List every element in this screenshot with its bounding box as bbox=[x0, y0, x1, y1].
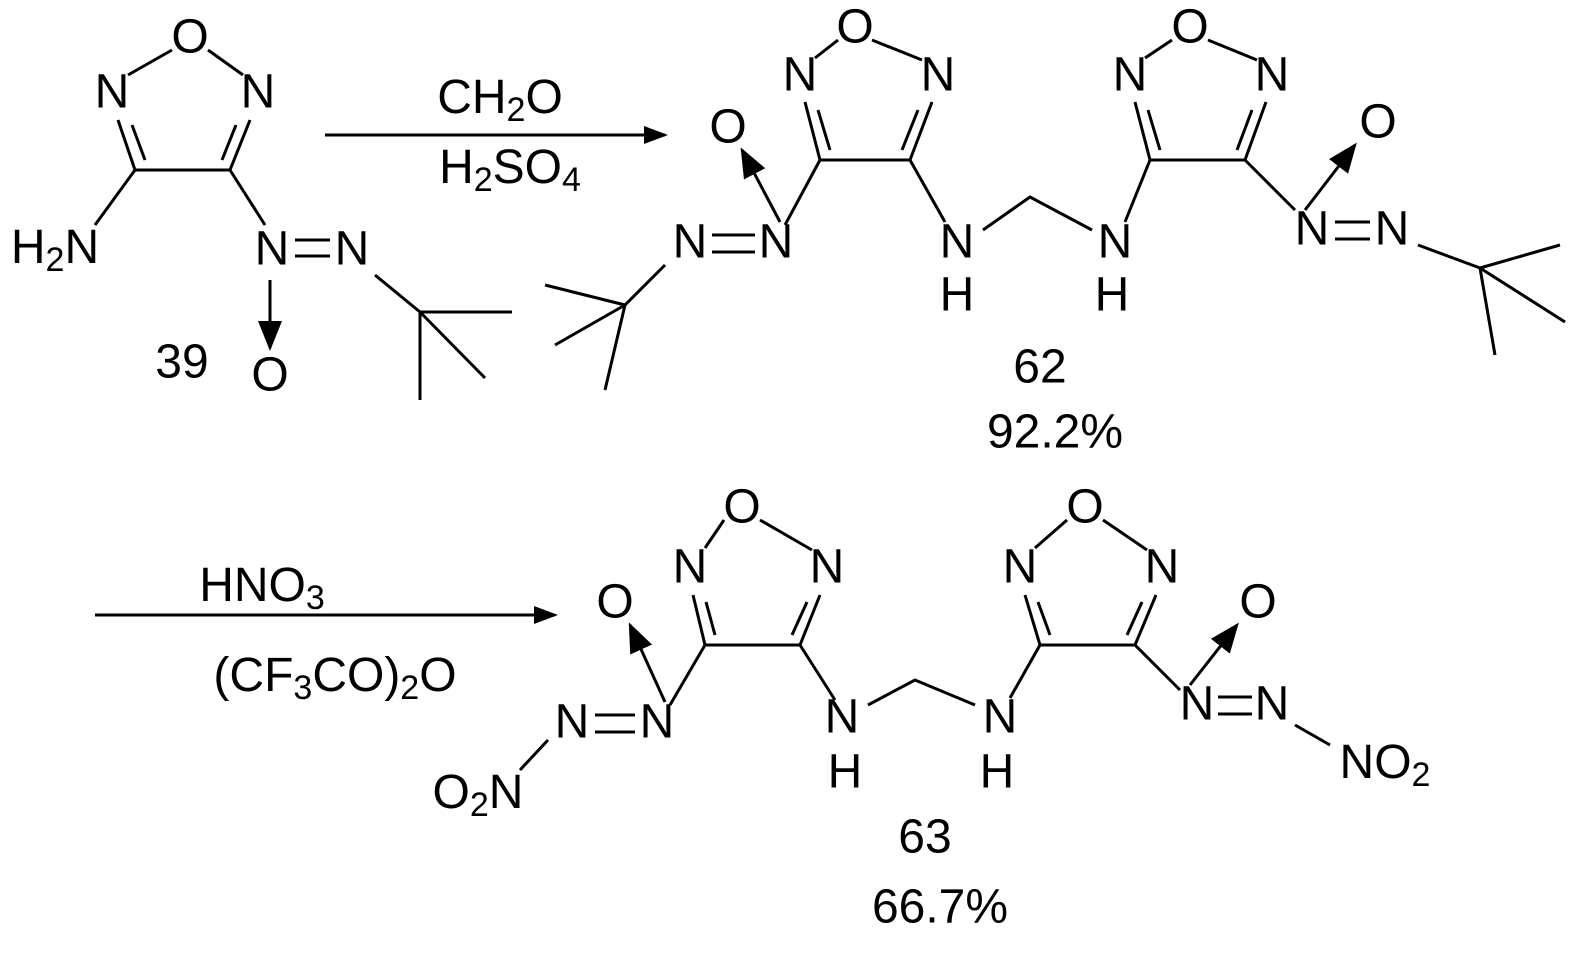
compound-62: O N N O N N N H N H O N N O N N 62 92 bbox=[544, 1, 1566, 459]
atom-n: N bbox=[1098, 216, 1133, 269]
atom-h: H bbox=[1095, 269, 1130, 322]
atom-n: N bbox=[555, 696, 590, 749]
reaction-arrow-1: CH2O H2SO4 bbox=[325, 71, 668, 199]
nitro-group: NO2 bbox=[1340, 736, 1431, 794]
reaction-arrow-2: HNO3 (CF3CO)2O bbox=[95, 559, 558, 707]
atom-n: N bbox=[241, 66, 276, 119]
atom-o: O bbox=[709, 101, 746, 154]
nitro-group: O2N bbox=[433, 766, 524, 824]
atom-n: N bbox=[1003, 541, 1038, 594]
atom-h: H bbox=[828, 746, 863, 799]
atom-n: N bbox=[335, 223, 370, 276]
atom-o: O bbox=[251, 349, 288, 402]
atom-n: N bbox=[825, 691, 860, 744]
atom-o: O bbox=[1359, 96, 1396, 149]
atom-n: N bbox=[1255, 678, 1290, 731]
atom-o: O bbox=[1239, 576, 1276, 629]
atom-n: N bbox=[940, 216, 975, 269]
atom-o: O bbox=[171, 11, 208, 64]
atom-n: N bbox=[95, 66, 130, 119]
atom-n: N bbox=[673, 541, 708, 594]
compound-number: 62 bbox=[1013, 341, 1066, 394]
atom-n: N bbox=[1255, 49, 1290, 102]
atom-n: N bbox=[673, 216, 708, 269]
reagent-nitric-acid: HNO3 bbox=[199, 559, 325, 617]
atom-n: N bbox=[1145, 541, 1180, 594]
atom-n: N bbox=[640, 696, 675, 749]
compound-number: 39 bbox=[155, 336, 208, 389]
atom-n: N bbox=[1375, 203, 1410, 256]
atom-h: H bbox=[980, 746, 1015, 799]
yield: 92.2% bbox=[987, 406, 1123, 459]
atom-n: N bbox=[1113, 49, 1148, 102]
atom-n: N bbox=[1180, 678, 1215, 731]
atom-o: O bbox=[723, 481, 760, 534]
compound-number: 63 bbox=[898, 811, 951, 864]
yield: 66.7% bbox=[872, 881, 1008, 934]
atom-n: N bbox=[783, 49, 818, 102]
atom-n: N bbox=[1295, 203, 1330, 256]
reagent-sulfuric-acid: H2SO4 bbox=[439, 141, 581, 199]
reagent-tfaa: (CF3CO)2O bbox=[213, 649, 456, 707]
amine-group: H2N bbox=[11, 221, 99, 279]
atom-o: O bbox=[1066, 481, 1103, 534]
atom-o: O bbox=[1171, 1, 1208, 54]
atom-n: N bbox=[983, 691, 1018, 744]
atom-o: O bbox=[596, 576, 633, 629]
atom-n: N bbox=[921, 49, 956, 102]
atom-h: H bbox=[940, 269, 975, 322]
compound-63: O N N O N N O2N N H N H O N N O N N NO2 … bbox=[433, 481, 1431, 934]
atom-n: N bbox=[255, 223, 290, 276]
compound-39: O N N H2N N N O 39 bbox=[11, 11, 512, 402]
reagent-formaldehyde: CH2O bbox=[437, 71, 563, 129]
atom-o: O bbox=[836, 1, 873, 54]
atom-n: N bbox=[759, 216, 794, 269]
atom-n: N bbox=[810, 541, 845, 594]
